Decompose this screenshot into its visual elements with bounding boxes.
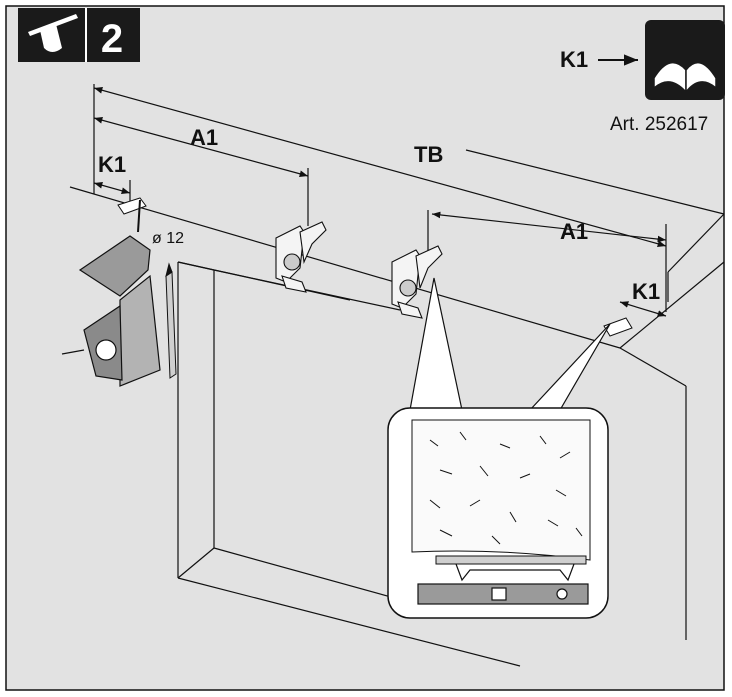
pencil-icon	[165, 262, 177, 379]
dimension-k1-left: K1	[98, 152, 126, 177]
manual-reference: K1 Art. 252617	[560, 20, 725, 135]
article-number: Art. 252617	[610, 114, 708, 135]
dimension-tb: TB	[414, 142, 443, 167]
dimension-lines	[93, 84, 667, 317]
rail-profile	[435, 555, 587, 565]
dimension-k1-right: K1	[632, 279, 660, 304]
step-badge: 2	[18, 8, 140, 62]
carriage-left	[275, 221, 327, 293]
drill-bit-diameter: ø 12	[152, 230, 184, 247]
ceiling-mount-icon	[28, 14, 78, 52]
spirit-level-icon	[417, 583, 589, 605]
carriage-right	[391, 245, 443, 319]
dimension-a1-right: A1	[560, 219, 588, 244]
bracket-small-right	[603, 317, 633, 337]
drill-icon	[61, 199, 161, 387]
reference-label: K1	[560, 47, 588, 72]
dimension-a1-left: A1	[190, 125, 218, 150]
open-book-icon	[653, 61, 717, 95]
detail-callout	[387, 277, 611, 619]
step-number: 2	[101, 17, 123, 61]
ceiling-texture	[411, 419, 591, 561]
